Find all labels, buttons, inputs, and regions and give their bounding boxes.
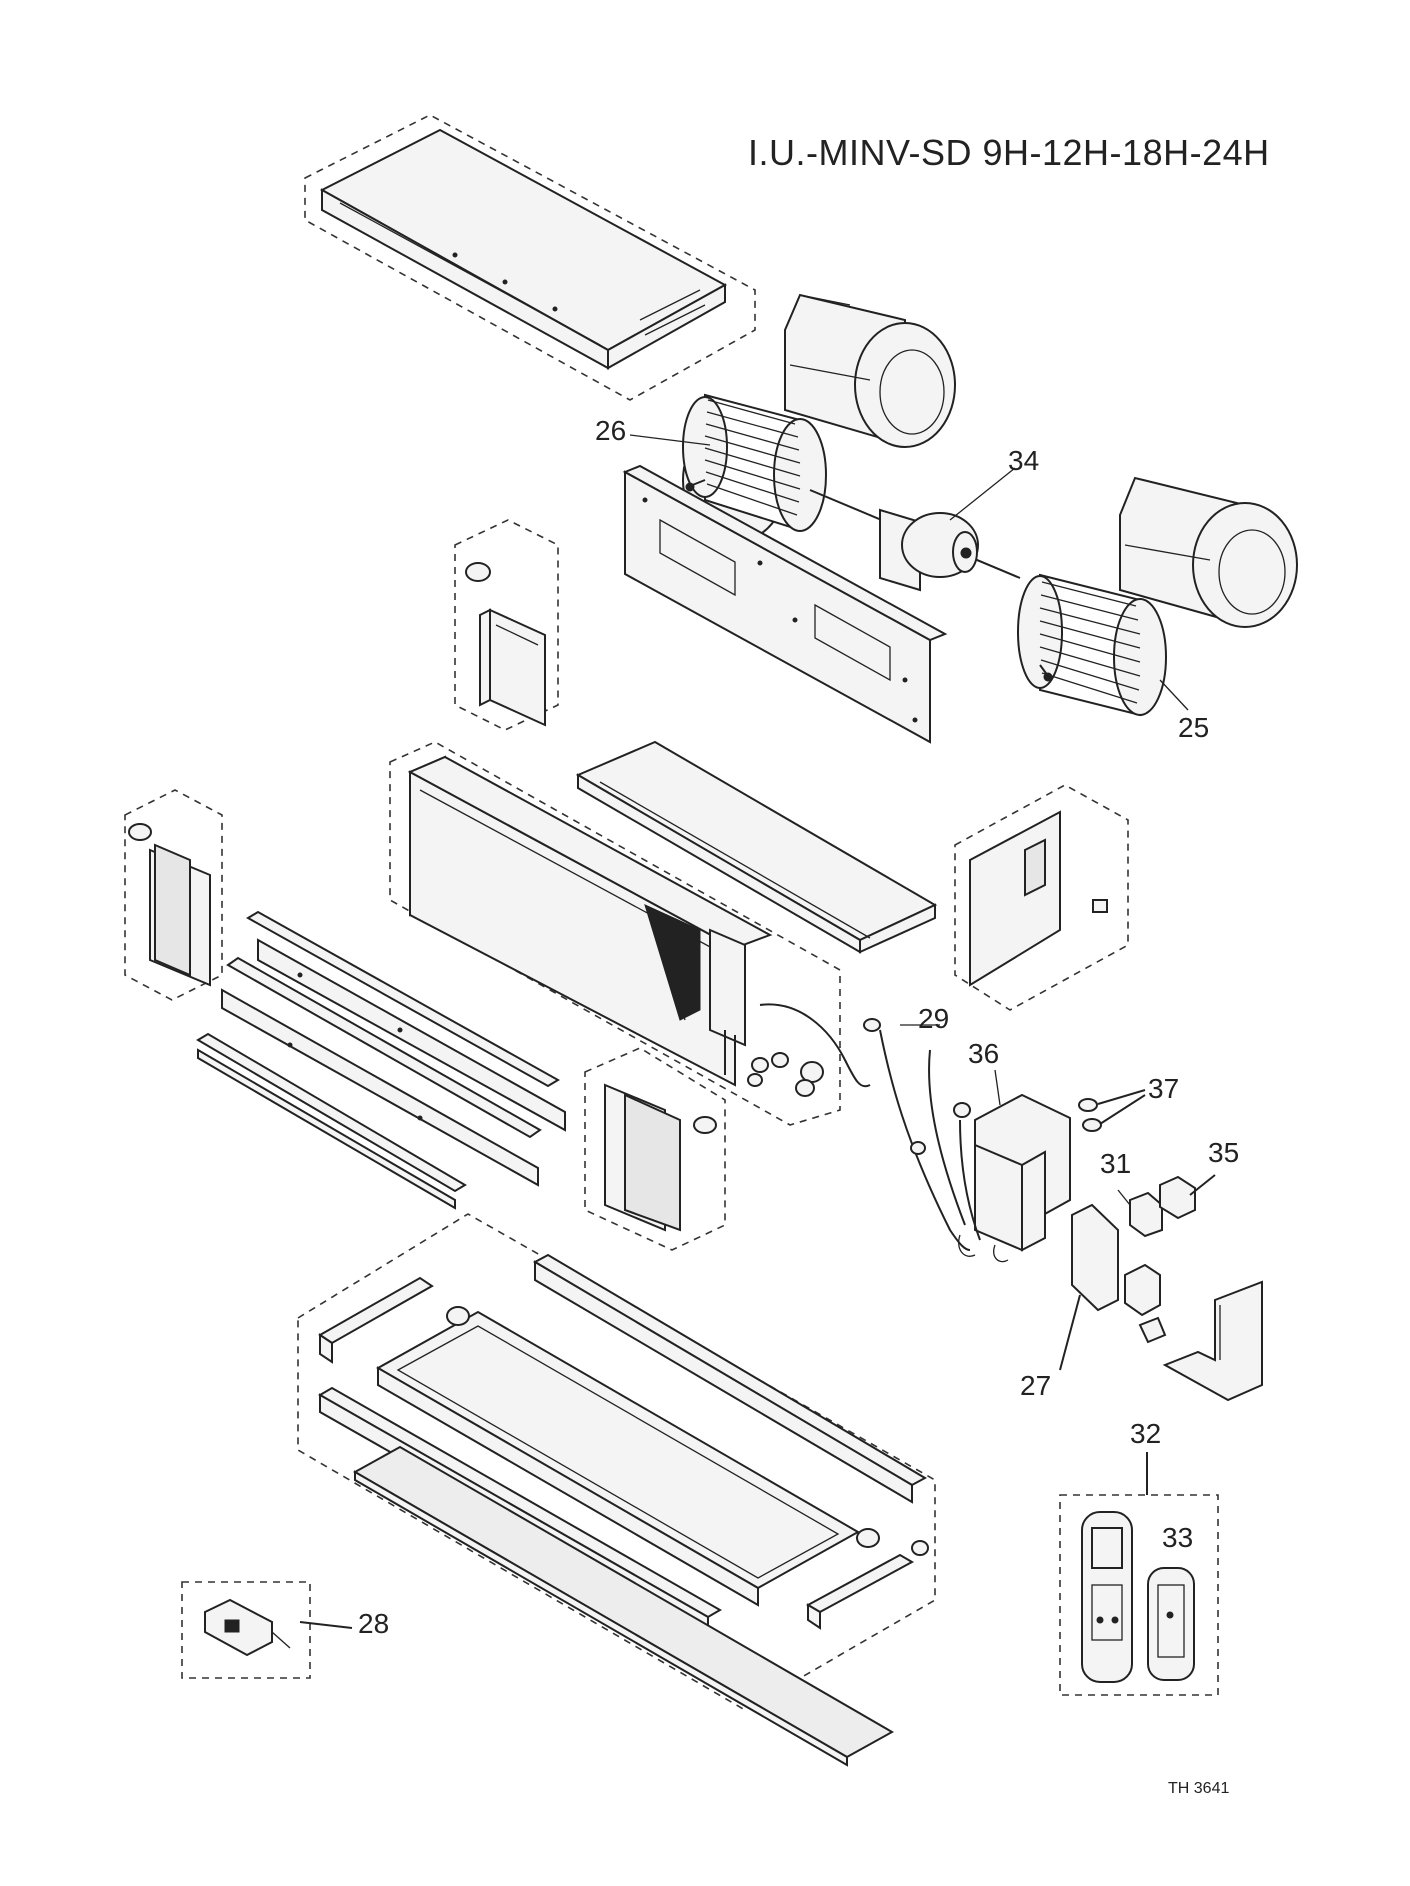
control-panel-plate <box>954 784 1129 1011</box>
sensor-29 <box>759 1003 971 1251</box>
fan-housing-lower <box>1119 476 1298 628</box>
blower-wheel-25 <box>1017 573 1167 717</box>
pcb-cover-27 <box>1059 1191 1167 1371</box>
part-28 <box>181 1581 353 1679</box>
fan-housing-upper <box>784 293 956 448</box>
callout-26: 26 <box>595 415 627 446</box>
fan-motor-34 <box>809 489 1021 592</box>
base-drain-pan <box>297 1213 936 1767</box>
top-cover-panel <box>304 114 756 401</box>
side-bracket-left <box>124 789 223 1001</box>
callout-35: 35 <box>1208 1137 1240 1168</box>
side-bracket-middle <box>584 1047 726 1251</box>
drain-tray <box>575 740 938 954</box>
callout-25: 25 <box>1178 712 1210 743</box>
callout-29: 29 <box>918 1003 950 1034</box>
remote-control <box>1081 1511 1133 1683</box>
callout-27: 27 <box>1020 1370 1052 1401</box>
callout-37: 37 <box>1148 1073 1180 1104</box>
electrical-box-36 <box>910 1093 1071 1263</box>
callout-28: 28 <box>358 1608 390 1639</box>
remote-control-group-32 <box>1059 1452 1219 1696</box>
callout-31: 31 <box>1100 1148 1132 1179</box>
leader-lines <box>629 434 1189 1206</box>
evaporator-coil-assembly <box>389 741 841 1126</box>
callout-33: 33 <box>1162 1522 1194 1553</box>
callout-36: 36 <box>968 1038 1000 1069</box>
side-bracket-upper <box>454 519 559 731</box>
remote-holder-33 <box>1147 1567 1195 1681</box>
lower-rails <box>196 910 566 1210</box>
fan-mounting-plate <box>622 464 948 744</box>
callout-32: 32 <box>1130 1418 1162 1449</box>
part-35 <box>1159 1174 1216 1220</box>
callout-34: 34 <box>1008 445 1040 476</box>
terminal-parts-37 <box>1078 1089 1146 1132</box>
diagram-title: I.U.-MINV-SD 9H-12H-18H-24H <box>748 132 1270 173</box>
drawing-code: TH 3641 <box>1168 1780 1230 1797</box>
rear-cover-bracket <box>1162 1280 1263 1402</box>
